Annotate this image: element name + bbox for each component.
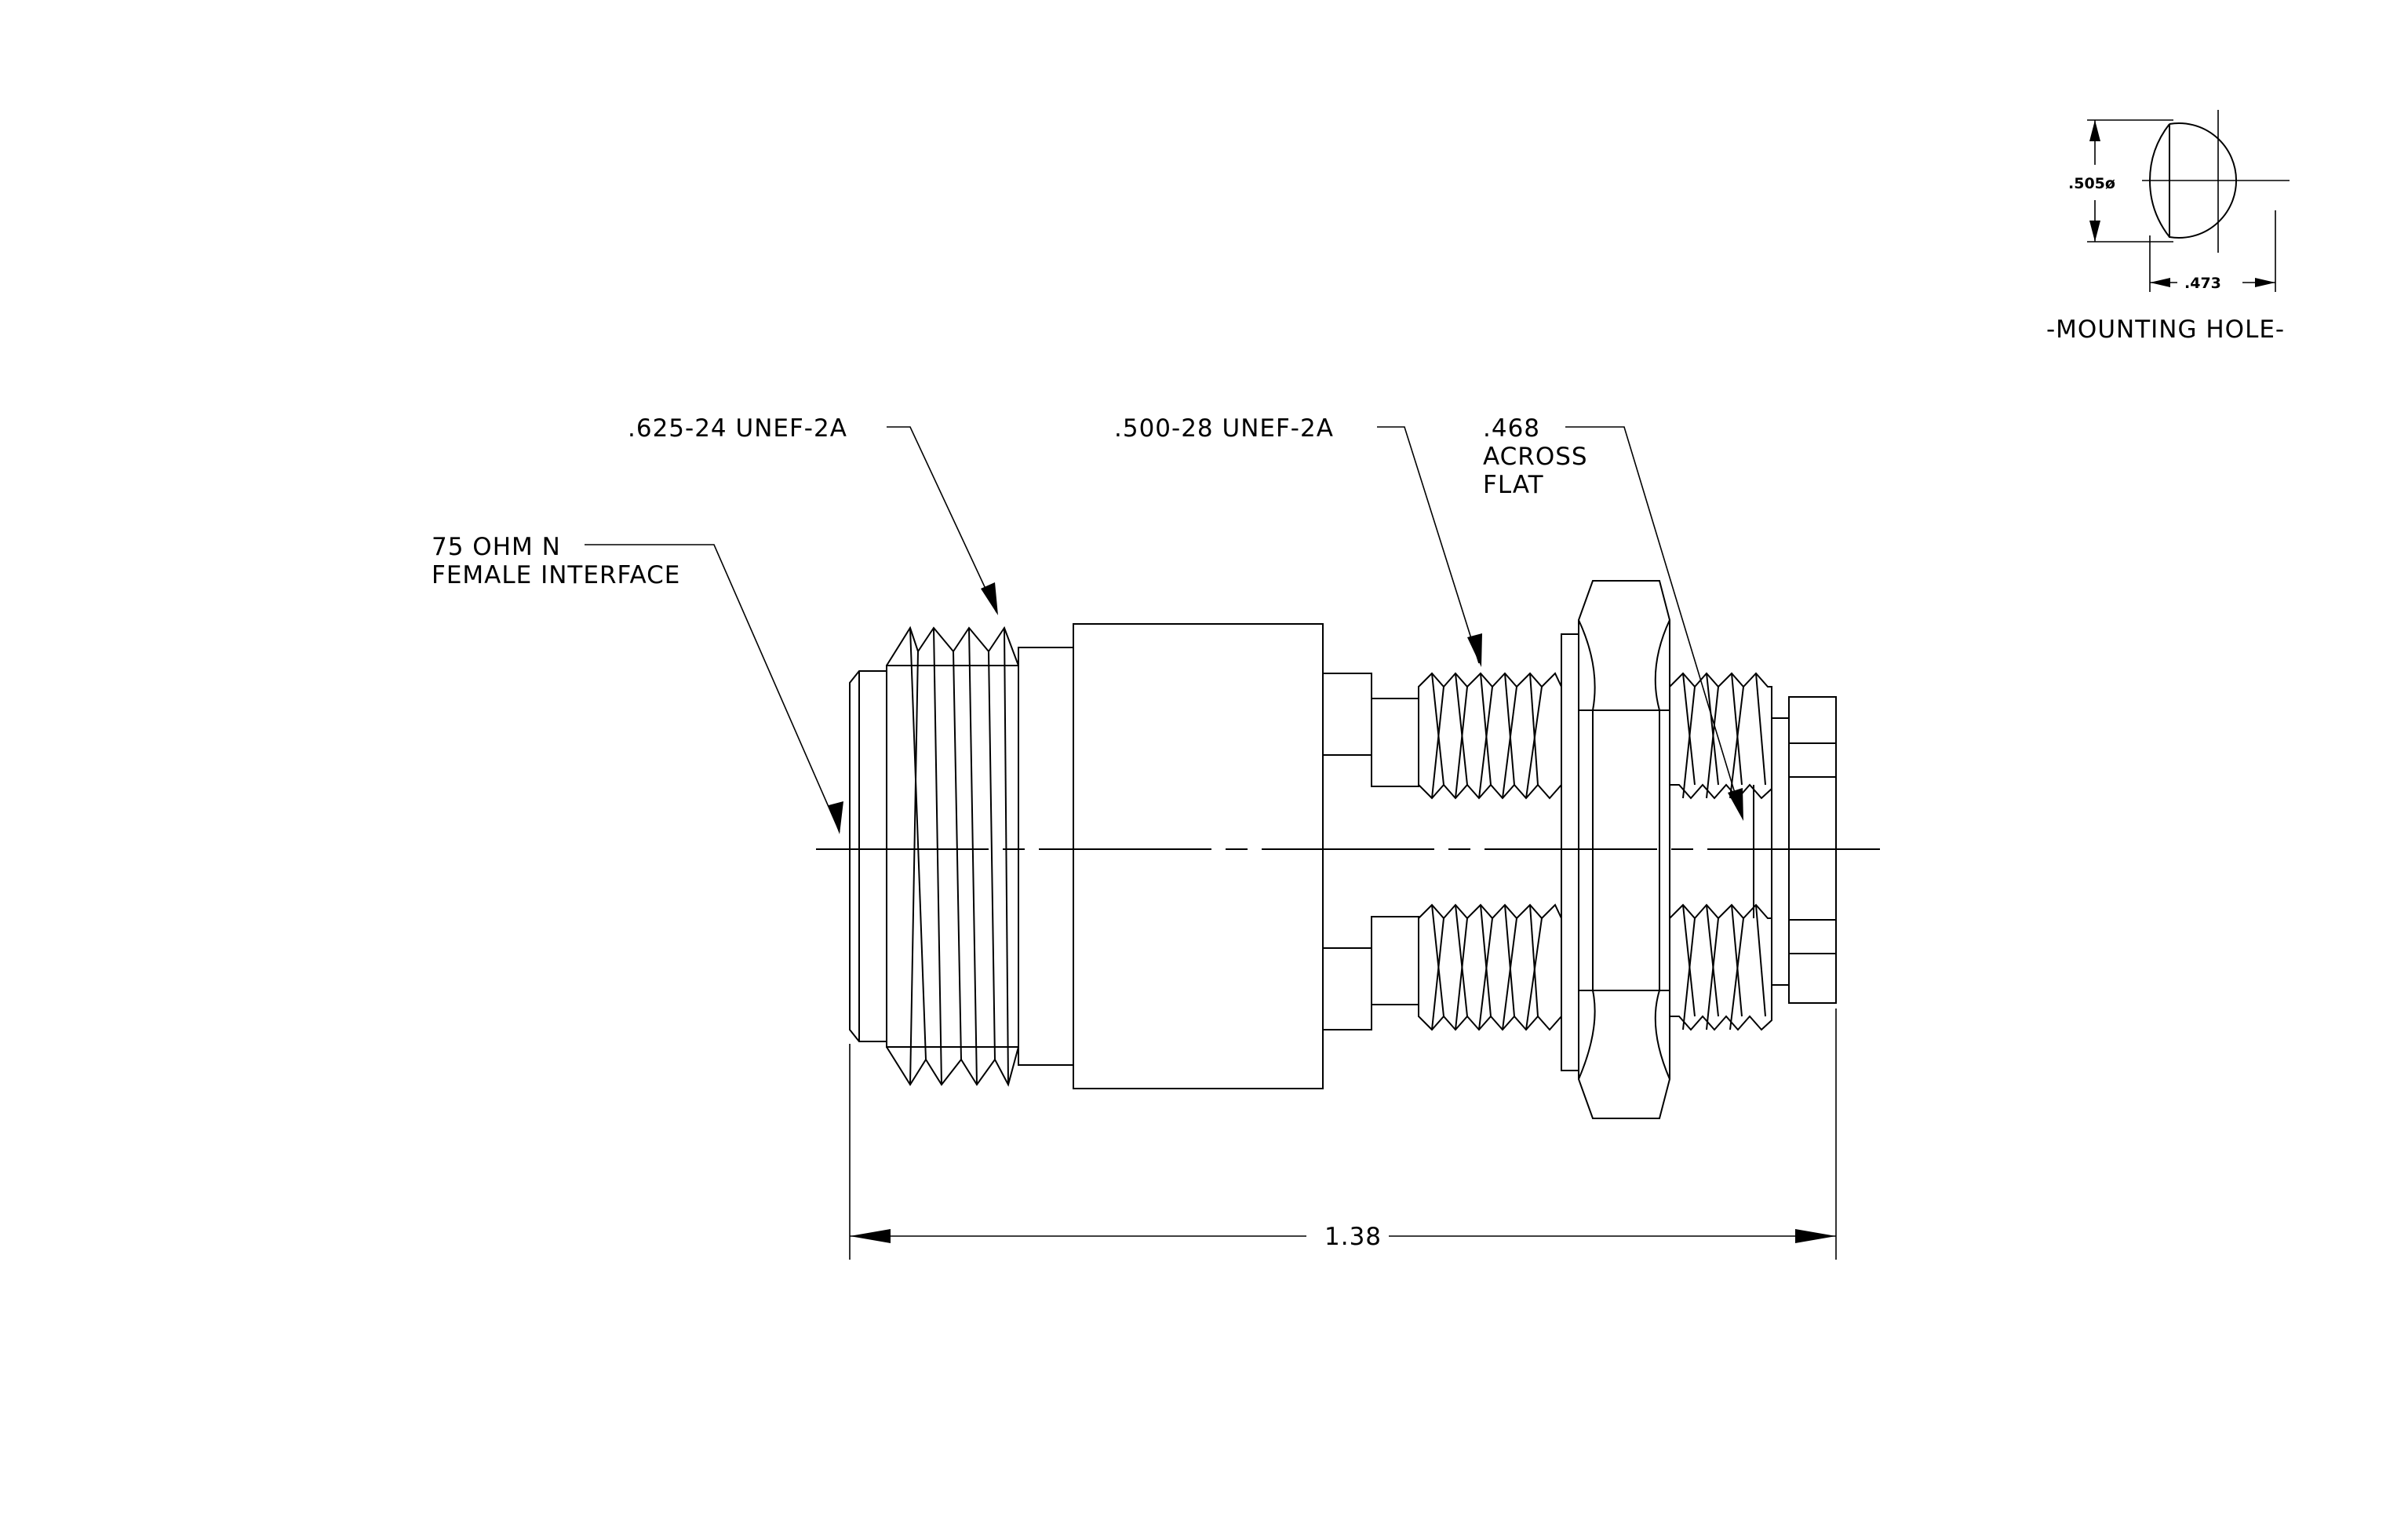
callout-interface-line1: 75 OHM N: [432, 533, 561, 561]
leader-front-thread: [887, 426, 997, 613]
hex-nut: [1578, 580, 1670, 1119]
rear-thread-beyond-lower: [1669, 903, 1772, 1031]
connector-body: [816, 580, 1891, 1119]
callout-front-thread: .625-24 UNEF-2A: [628, 414, 847, 443]
lock-washer: [1561, 633, 1579, 1071]
overall-length-label: 1.38: [1324, 1223, 1382, 1251]
step-collar: [1322, 673, 1372, 756]
callout-interface-line2: FEMALE INTERFACE: [432, 561, 680, 589]
leader-interface: [585, 544, 840, 833]
mounting-hole-outline: [2169, 122, 2238, 239]
rear-collar: [1771, 717, 1790, 986]
leader-flat: [1565, 426, 1743, 817]
callout-flat-line3: FLAT: [1483, 471, 1544, 499]
mounting-hole-diameter-label: .505ø: [2068, 175, 2115, 192]
callout-rear-thread: .500-28 UNEF-2A: [1114, 414, 1334, 443]
front-lip: [849, 670, 887, 1042]
leader-rear-thread: [1377, 426, 1480, 664]
mounting-hole-flat-label: .473: [2184, 275, 2221, 292]
mounting-hole-detail: .505ø .473 -MOUNTING HOLE-: [2046, 110, 2290, 344]
callouts: 75 OHM N FEMALE INTERFACE .625-24 UNEF-2…: [432, 414, 1743, 834]
mounting-hole-title: -MOUNTING HOLE-: [2046, 316, 2285, 344]
rear-thread-lower: [1371, 903, 1562, 1031]
overall-length-dimension: 1.38: [849, 1009, 1837, 1260]
front-thread: [886, 626, 1019, 1087]
shoulder-ring: [1018, 647, 1074, 1066]
rear-thread-upper: [1371, 672, 1562, 800]
main-body: [1073, 623, 1324, 1089]
callout-flat-line1: .468: [1483, 414, 1540, 443]
rear-thread-beyond-upper: [1669, 672, 1772, 800]
callout-flat-line2: ACROSS: [1483, 443, 1588, 471]
